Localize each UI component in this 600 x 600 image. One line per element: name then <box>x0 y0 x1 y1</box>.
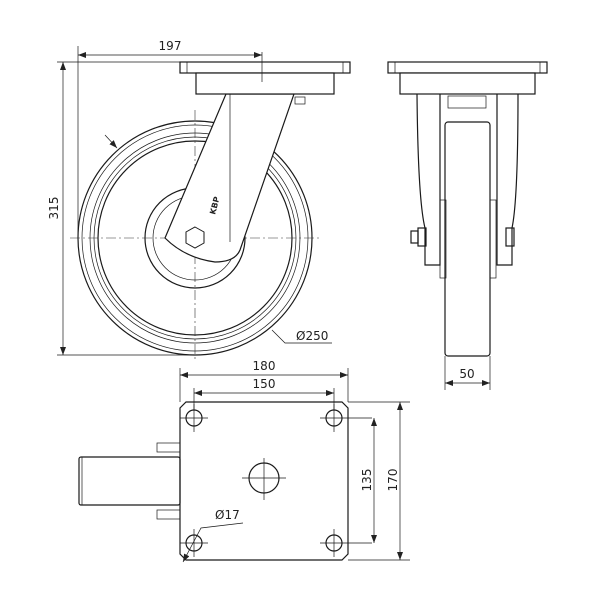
dim-height: 315 <box>47 197 61 220</box>
front-view: KBP 197 315 Ø250 <box>47 39 351 360</box>
axle-nut-icon <box>185 226 205 249</box>
kingpin-nut <box>447 95 487 109</box>
dim-wheel-diameter: Ø250 <box>296 329 328 343</box>
dim-hole-spacing-length: 150 <box>253 377 276 391</box>
mounting-holes <box>180 404 372 557</box>
dim-wheel-width: 50 <box>459 367 474 381</box>
side-view: 50 <box>387 61 548 390</box>
top-plate <box>179 61 351 95</box>
wheel-tread <box>444 121 491 357</box>
mounting-plate <box>179 401 349 561</box>
fork: KBP <box>164 93 306 263</box>
grease-nipple <box>294 96 306 105</box>
dim-plate-length: 180 <box>253 359 276 373</box>
dim-offset: 197 <box>159 39 182 53</box>
top-view: 180 150 135 170 Ø17 <box>78 359 410 563</box>
dim-plate-width: 170 <box>386 469 400 492</box>
dim-hole-spacing-width: 135 <box>360 469 374 492</box>
axle-nut-right <box>505 227 515 247</box>
dim-hole-diameter: Ø17 <box>215 508 240 522</box>
fork-stub <box>78 456 181 506</box>
